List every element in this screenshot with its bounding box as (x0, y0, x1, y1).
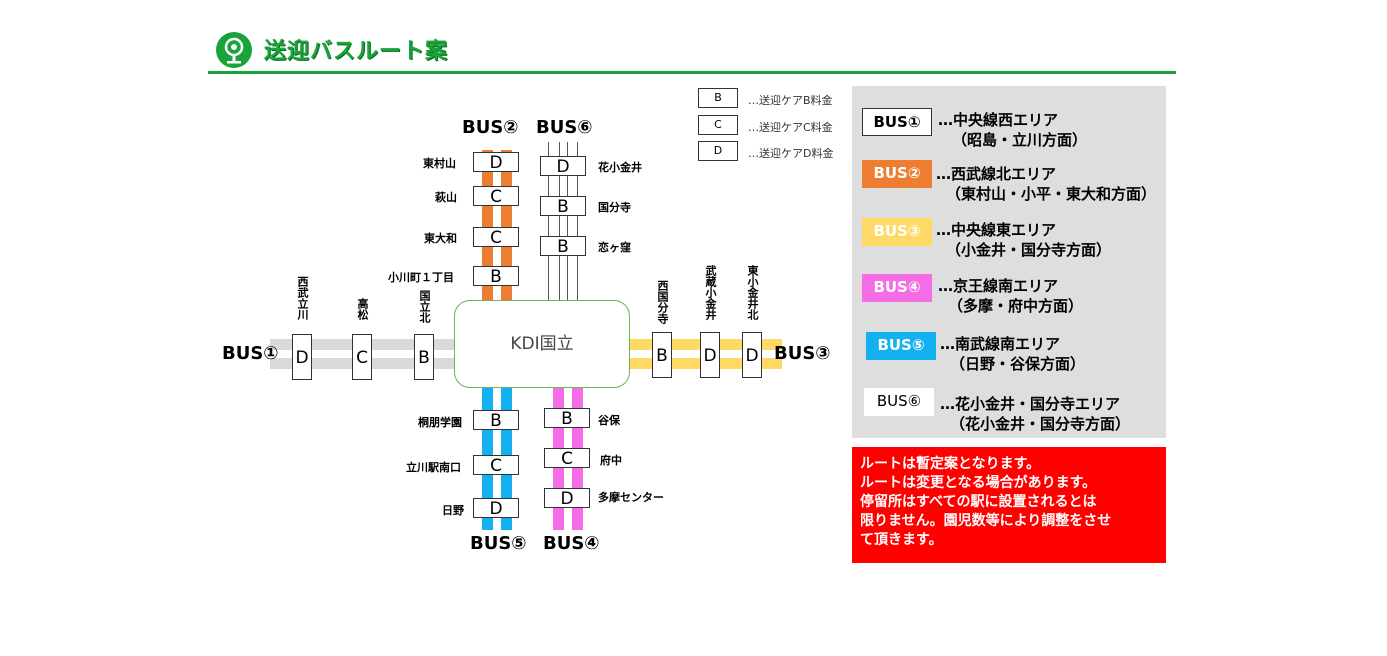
stop-label: 府中 (600, 454, 622, 467)
stop-box: B (473, 410, 519, 431)
key-text-b: …送迎ケアB料金 (748, 94, 833, 107)
legend-line: （多摩・府中方面） (948, 297, 1084, 315)
stop-label: 東小金井北 (746, 265, 759, 320)
stop-label: 花小金井 (598, 161, 642, 174)
legend-desc-bus3: …中央線東エリア （小金井・国分寺方面） (936, 220, 1111, 260)
legend-badge-bus2: BUS② (862, 160, 932, 188)
stop-box: B (652, 332, 672, 378)
route-legend-panel (852, 86, 1166, 438)
notice-line: て頂きます。 (860, 532, 943, 548)
stop-box: D (544, 488, 590, 509)
notice-line: 停留所はすべての駅に設置されるとは (860, 494, 1097, 510)
stop-label: 多摩センター (598, 491, 664, 504)
stop-box: B (473, 266, 519, 287)
stop-label: 立川駅南口 (406, 461, 461, 474)
stop-box: D (700, 332, 720, 378)
legend-desc-bus5: …南武線南エリア （日野・谷保方面） (940, 334, 1085, 374)
stop-box: B (540, 196, 586, 217)
legend-desc-bus1: …中央線西エリア （昭島・立川方面） (938, 110, 1087, 150)
legend-line: …中央線西エリア (938, 111, 1059, 129)
legend-line: …中央線東エリア (936, 221, 1057, 239)
stop-box: C (544, 448, 590, 469)
stop-box: D (540, 156, 586, 177)
key-text-c: …送迎ケアC料金 (748, 121, 833, 134)
stop-box: B (544, 408, 590, 429)
hub-station-kdi-kunitachi: KDI国立 (454, 300, 630, 388)
stop-box: C (352, 334, 372, 380)
key-box-c: C (698, 115, 738, 135)
stop-label: 萩山 (435, 191, 457, 204)
route-label-bus3: BUS③ (774, 343, 831, 364)
legend-line: …西武線北エリア (936, 165, 1057, 183)
stop-label: 国立北 (418, 290, 431, 323)
notice-line: ルートは変更となる場合があります。 (860, 475, 1097, 491)
notice-box: ルートは暫定案となります。 ルートは変更となる場合があります。 停留所はすべての… (852, 447, 1166, 563)
route-label-bus1: BUS① (222, 343, 279, 364)
legend-desc-bus4: …京王線南エリア （多摩・府中方面） (938, 276, 1083, 316)
stop-label: 武蔵小金井 (704, 265, 717, 320)
stop-label: 東大和 (424, 232, 457, 245)
stop-label: 西国分寺 (656, 280, 669, 324)
title-divider (208, 71, 1176, 74)
stop-label: 小川町１丁目 (388, 271, 454, 284)
stop-box: D (473, 152, 519, 173)
stop-box: B (414, 334, 434, 380)
key-box-d: D (698, 141, 738, 161)
stop-label: 桐朋学園 (418, 416, 462, 429)
page-title: 送迎バスルート案 (264, 39, 449, 64)
route-label-bus5: BUS⑤ (470, 533, 527, 554)
legend-badge-bus1: BUS① (862, 108, 932, 136)
notice-line: ルートは暫定案となります。 (860, 456, 1041, 472)
route-label-bus2: BUS② (462, 117, 519, 138)
route-label-bus6: BUS⑥ (536, 117, 593, 138)
legend-badge-bus5: BUS⑤ (866, 332, 936, 360)
legend-line: …花小金井・国分寺エリア (940, 395, 1121, 413)
stop-label: 日野 (442, 504, 464, 517)
legend-badge-bus3: BUS③ (862, 218, 932, 246)
stop-label: 西武立川 (296, 276, 309, 320)
stop-label: 東村山 (423, 157, 456, 170)
legend-line: （昭島・立川方面） (952, 131, 1088, 149)
legend-line: （日野・谷保方面） (950, 355, 1086, 373)
stop-box: B (540, 236, 586, 257)
key-text-d: …送迎ケアD料金 (748, 147, 834, 160)
legend-badge-bus4: BUS④ (862, 274, 932, 302)
stop-box: D (292, 334, 312, 380)
stop-label: 国分寺 (598, 201, 631, 214)
stop-box: D (742, 332, 762, 378)
stop-label: 恋ヶ窪 (598, 241, 631, 254)
stop-box: D (473, 498, 519, 519)
legend-line: …京王線南エリア (938, 277, 1059, 295)
bus-stop-logo-icon (216, 32, 252, 68)
route-label-bus4: BUS④ (543, 533, 600, 554)
legend-line: …南武線南エリア (940, 335, 1061, 353)
legend-desc-bus2: …西武線北エリア （東村山・小平・東大和方面） (936, 164, 1156, 204)
legend-line: （東村山・小平・東大和方面） (946, 185, 1157, 203)
key-box-b: B (698, 88, 738, 108)
legend-desc-bus6: …花小金井・国分寺エリア （花小金井・国分寺方面） (940, 394, 1130, 434)
stop-box: C (473, 227, 519, 248)
stop-label: 谷保 (598, 414, 620, 427)
notice-line: 限りません。園児数等により調整をさせ (860, 513, 1112, 529)
legend-line: （花小金井・国分寺方面） (950, 415, 1131, 433)
stop-label: 高松 (356, 298, 369, 320)
stop-box: C (473, 186, 519, 207)
legend-badge-bus6: BUS⑥ (864, 388, 934, 416)
legend-line: （小金井・国分寺方面） (946, 241, 1112, 259)
stop-box: C (473, 455, 519, 476)
